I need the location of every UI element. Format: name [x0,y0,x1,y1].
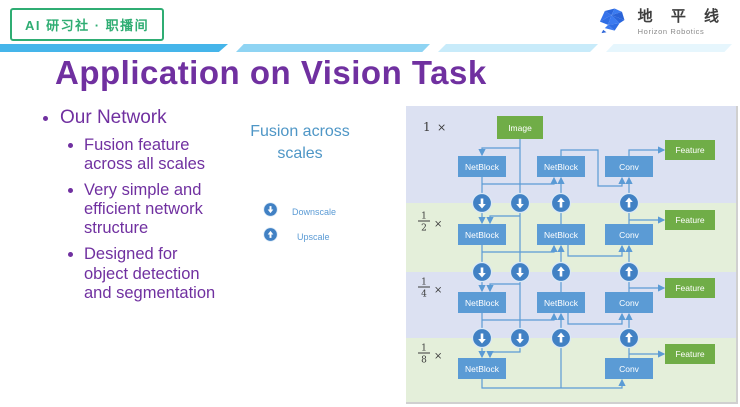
netblock-box [458,224,506,245]
feature-box [665,210,715,230]
netblock-box [458,292,506,313]
bullet-item-text: Fusion feature across all scales [84,135,206,173]
scale-den: 2 [421,224,427,234]
feature-box [665,278,715,298]
netblock-box [537,292,585,313]
page-title: Application on Vision Task [55,54,487,91]
bullet-item: Very simple and efficient network struct… [84,181,222,238]
logo-name-cn: 地 平 线 [637,8,726,26]
stripe-segment [0,44,228,52]
legend-upscale: Upscale [263,227,336,247]
upscale-icon [618,327,640,349]
downscale-icon [471,192,493,214]
netblock-box-label: NetBlock [465,298,500,308]
netblock-box-label: NetBlock [465,230,500,240]
upscale-icon [263,227,278,247]
downscale-icon [509,192,531,214]
diagram-legend: Downscale Upscale [263,202,336,247]
netblock-box-label: NetBlock [465,364,500,374]
upscale-icon [550,192,572,214]
brain-icon [595,5,631,40]
feature-box-label: Feature [675,215,705,225]
netblock-box-label: NetBlock [544,230,579,240]
netblock-box [458,358,506,379]
stripe-segment [438,44,598,52]
scale-num: 1 [421,344,427,354]
conv-box-label: Conv [619,230,640,240]
upscale-icon [618,261,640,283]
decorative-stripe [0,44,740,52]
downscale-icon [263,202,278,222]
bullet-heading: Our Network Fusion feature across all sc… [60,106,249,303]
bullet-list: Our Network Fusion feature across all sc… [44,106,249,310]
feature-box [665,344,715,364]
feature-box-label: Feature [675,145,705,155]
conv-box-label: Conv [619,364,640,374]
downscale-icon [471,327,493,349]
scale-times: × [434,285,442,296]
bullet-item: Designed for object detection and segmen… [84,245,222,302]
conv-box-label: Conv [619,298,640,308]
bullet-heading-text: Our Network [60,107,167,128]
bullet-item-text: Very simple and efficient network struct… [84,181,203,238]
upscale-icon [550,261,572,283]
upscale-icon [550,327,572,349]
stripe-segment [236,44,430,52]
legend-upscale-label: Upscale [297,232,330,242]
scale-label-1x: 1 [423,120,431,134]
scale-labels: 1 × 1 2 × 1 4 × 1 8 × [418,120,446,366]
scale-num: 1 [421,278,427,288]
horizon-robotics-logo: 地 平 线 Horizon Robotics [595,5,726,40]
conv-box-label: Conv [619,162,640,172]
bullet-item: Fusion feature across all scales [84,136,222,174]
image-box-label: Image [508,123,532,133]
logo-name-en: Horizon Robotics [637,26,705,36]
conv-box [605,156,653,177]
conv-box [605,292,653,313]
event-badge: AI 研习社 · 职播间 [10,8,165,41]
netblock-box-label: NetBlock [465,162,500,172]
scale-times: × [437,121,446,134]
legend-downscale-label: Downscale [292,207,337,217]
downscale-icon [509,261,531,283]
bullet-item-text: Designed for object detection and segmen… [84,245,216,302]
scale-den: 8 [421,356,427,366]
diagram-caption: Fusion across scales [250,123,350,162]
legend-downscale: Downscale [263,202,336,222]
netblock-box [537,156,585,177]
netblock-box [458,156,506,177]
netblock-box-label: NetBlock [544,298,579,308]
downscale-icon [471,261,493,283]
conv-box [605,358,653,379]
feature-box [665,140,715,160]
scale-times: × [434,351,442,362]
feature-box-label: Feature [675,283,705,293]
image-box [497,116,543,139]
scale-times: × [434,219,442,230]
diagram-connections [478,139,666,389]
scale-den: 4 [421,290,427,300]
stripe-segment [606,44,732,52]
network-diagram: 1 × 1 2 × 1 4 × 1 8 × Image NetBlock Net… [406,106,738,404]
netblock-box [537,224,585,245]
netblock-box-label: NetBlock [544,162,579,172]
conv-box [605,224,653,245]
scale-num: 1 [421,212,427,222]
downscale-icon [509,327,531,349]
feature-box-label: Feature [675,349,705,359]
upscale-icon [618,192,640,214]
